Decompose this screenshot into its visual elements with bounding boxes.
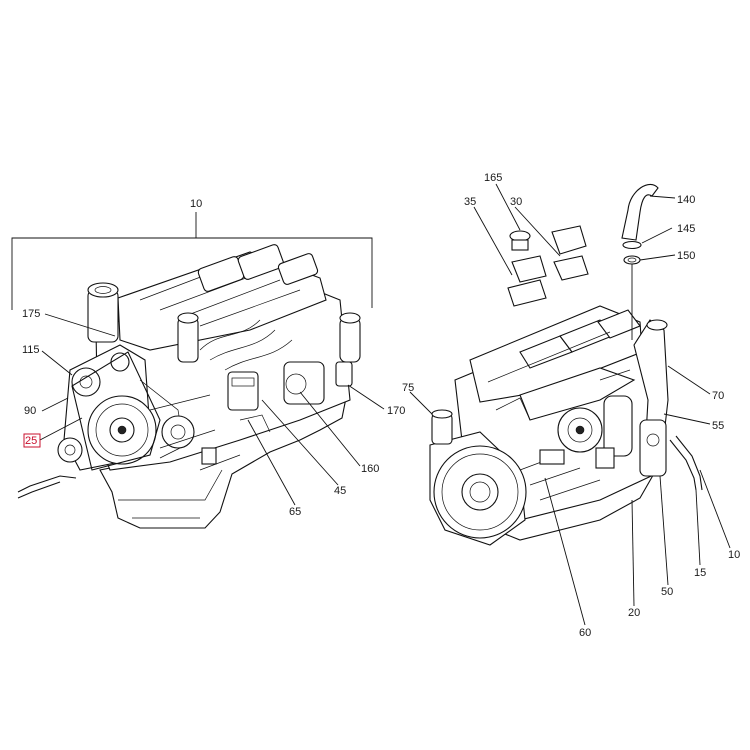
callout-150[interactable]: 150 <box>677 250 695 262</box>
callout-115[interactable]: 115 <box>22 344 40 356</box>
callout-165[interactable]: 165 <box>484 172 502 184</box>
callout-60[interactable]: 60 <box>579 627 591 639</box>
callout-160[interactable]: 160 <box>361 463 379 475</box>
right-engine-illustration <box>429 183 703 546</box>
left-view-callouts: 175 115 90 25 65 45 160 170 <box>22 308 405 518</box>
callout-65[interactable]: 65 <box>289 506 301 518</box>
callout-140[interactable]: 140 <box>677 194 695 206</box>
callout-25-highlight <box>23 433 41 448</box>
callout-10-right[interactable]: 10 <box>728 549 740 561</box>
callout-90[interactable]: 90 <box>24 405 36 417</box>
callout-50[interactable]: 50 <box>661 586 673 598</box>
left-engine-illustration <box>17 244 361 529</box>
callout-25[interactable]: 25 <box>25 435 37 447</box>
callout-55[interactable]: 55 <box>712 420 724 432</box>
assembly-bracket-label: 10 <box>190 198 202 210</box>
callout-170[interactable]: 170 <box>387 405 405 417</box>
callout-145[interactable]: 145 <box>677 223 695 235</box>
assembly-bracket: 10 <box>11 198 373 310</box>
right-view-callouts: 165 35 30 140 145 150 75 70 55 10 15 50 … <box>402 172 740 639</box>
callout-30[interactable]: 30 <box>510 196 522 208</box>
callout-70[interactable]: 70 <box>712 390 724 402</box>
leader-lines <box>39 183 731 626</box>
callout-20[interactable]: 20 <box>628 607 640 619</box>
callout-45[interactable]: 45 <box>334 485 346 497</box>
callout-15[interactable]: 15 <box>694 567 706 579</box>
callout-175[interactable]: 175 <box>22 308 40 320</box>
callout-75[interactable]: 75 <box>402 382 414 394</box>
callout-35[interactable]: 35 <box>464 196 476 208</box>
